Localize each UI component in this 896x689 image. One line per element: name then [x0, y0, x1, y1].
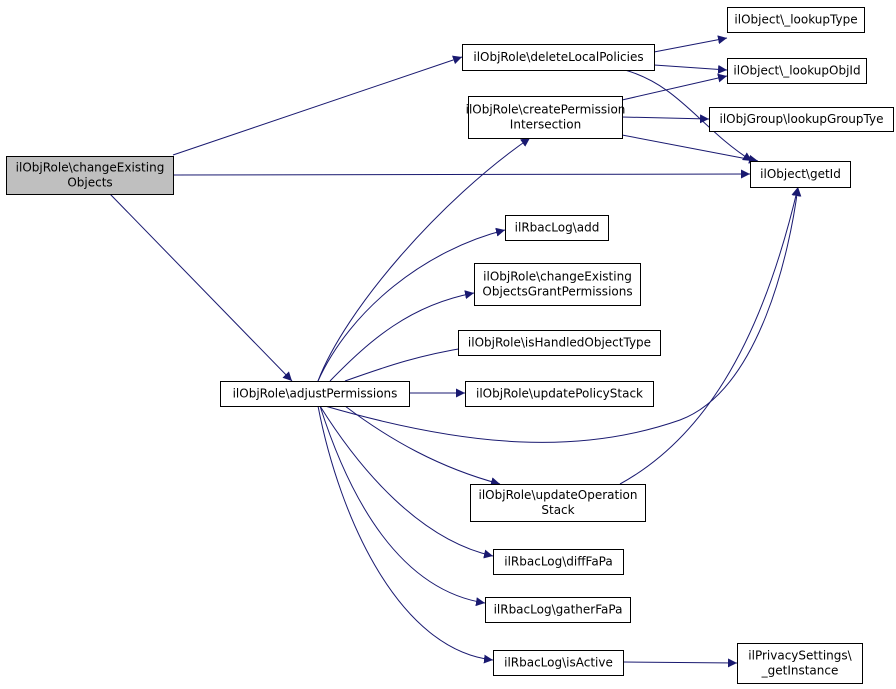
edge-adjustPerm-to-updateOp	[344, 405, 501, 487]
node-label-line: ilObjRole\updatePolicyStack	[476, 387, 643, 401]
edge-updateOp-to-getId	[619, 186, 801, 485]
node-isHandled[interactable]: ilObjRole\isHandledObjectType	[458, 330, 661, 356]
node-box	[468, 96, 623, 139]
edge-createPerm-to-getId	[621, 134, 759, 164]
node-label-line: ilRbacLog\gatherFaPa	[494, 603, 623, 617]
node-box	[493, 650, 624, 676]
node-label-line: Objects	[67, 176, 112, 190]
node-box	[493, 549, 624, 575]
edges-layer	[109, 35, 802, 668]
node-label-line: ObjectsGrantPermissions	[482, 285, 632, 299]
node-label-line: ilRbacLog\add	[515, 221, 600, 235]
edge-changeExisting-to-getId	[172, 169, 751, 179]
node-box	[727, 58, 867, 84]
node-privacy[interactable]: ilPrivacySettings\_getInstance	[737, 643, 863, 684]
node-box	[6, 156, 174, 195]
node-box	[465, 381, 654, 407]
node-rbacAdd[interactable]: ilRbacLog\add	[505, 215, 609, 241]
edge-adjustPerm-to-diffFaPa	[319, 405, 494, 559]
node-lookupObjId[interactable]: ilObject\_lookupObjId	[727, 58, 867, 84]
edge-adjustPerm-to-createPerm	[317, 137, 531, 382]
node-isActive[interactable]: ilRbacLog\isActive	[493, 650, 624, 676]
node-box	[485, 597, 631, 623]
edge-deleteLocal-to-lookupType	[653, 35, 728, 53]
node-label-line: Intersection	[510, 118, 581, 132]
node-label-line: ilPrivacySettings\	[748, 649, 852, 663]
node-lookupType[interactable]: ilObject\_lookupType	[727, 7, 865, 33]
node-grantPerm[interactable]: ilObjRole\changeExistingObjectsGrantPerm…	[474, 263, 641, 306]
edge-changeExisting-to-deleteLocal	[172, 55, 463, 156]
node-getId[interactable]: ilObject\getId	[750, 161, 851, 188]
node-label-line: ilObject\getId	[760, 167, 841, 181]
node-box	[458, 330, 661, 356]
node-label-line: ilObjRole\createPermission	[466, 103, 626, 117]
node-box	[737, 643, 863, 684]
node-label-line: ilObjRole\adjustPermissions	[233, 387, 398, 401]
edge-adjustPerm-to-isActive	[317, 405, 494, 664]
edge-adjustPerm-to-isHandled	[344, 343, 471, 382]
edge-createPerm-to-lookupObjId	[621, 73, 728, 101]
node-box	[470, 484, 646, 522]
node-label-line: Stack	[541, 503, 574, 517]
edge-changeExisting-to-adjustPerm	[109, 193, 293, 382]
node-label-line: ilObjRole\changeExisting	[483, 270, 632, 284]
edge-deleteLocal-to-getId	[624, 69, 753, 162]
node-label-line: ilObject\_lookupObjId	[733, 64, 860, 78]
node-gatherFaPa[interactable]: ilRbacLog\gatherFaPa	[485, 597, 631, 623]
nodes-layer: ilObjRole\changeExistingObjectsilObjRole…	[6, 7, 894, 684]
node-label-line: ilRbacLog\diffFaPa	[504, 555, 612, 569]
node-box	[727, 7, 865, 33]
node-label-line: ilObjRole\updateOperation	[479, 488, 638, 502]
node-box	[474, 263, 641, 306]
node-label-line: _getInstance	[761, 664, 839, 678]
node-label-line: ilObjRole\isHandledObjectType	[468, 336, 651, 350]
node-deleteLocal[interactable]: ilObjRole\deleteLocalPolicies	[462, 44, 655, 71]
node-lookupGroupTye[interactable]: ilObjGroup\lookupGroupTye	[709, 107, 894, 132]
node-box	[750, 161, 851, 188]
node-label-line: ilObjGroup\lookupGroupTye	[720, 112, 884, 126]
node-diffFaPa[interactable]: ilRbacLog\diffFaPa	[493, 549, 624, 575]
edge-adjustPerm-to-grantPerm	[329, 290, 475, 382]
node-box	[462, 44, 655, 71]
edge-deleteLocal-to-lookupObjId	[653, 64, 728, 74]
edge-adjustPerm-to-rbacAdd	[317, 227, 506, 382]
edge-isActive-to-privacy	[622, 658, 738, 668]
edge-adjustPerm-to-gatherFaPa	[319, 405, 486, 607]
node-box	[220, 381, 410, 407]
node-label-line: ilObject\_lookupType	[734, 13, 857, 27]
node-updatePolicy[interactable]: ilObjRole\updatePolicyStack	[465, 381, 654, 407]
edge-adjustPerm-to-getId	[324, 186, 802, 443]
node-label-line: ilObjRole\deleteLocalPolicies	[473, 50, 643, 64]
edge-createPerm-to-lookupGroupTye	[621, 114, 710, 124]
node-adjustPerm[interactable]: ilObjRole\adjustPermissions	[220, 381, 410, 407]
node-label-line: ilRbacLog\isActive	[504, 656, 613, 670]
node-box	[709, 107, 894, 132]
node-box	[505, 215, 609, 241]
node-label-line: ilObjRole\changeExisting	[16, 161, 165, 175]
